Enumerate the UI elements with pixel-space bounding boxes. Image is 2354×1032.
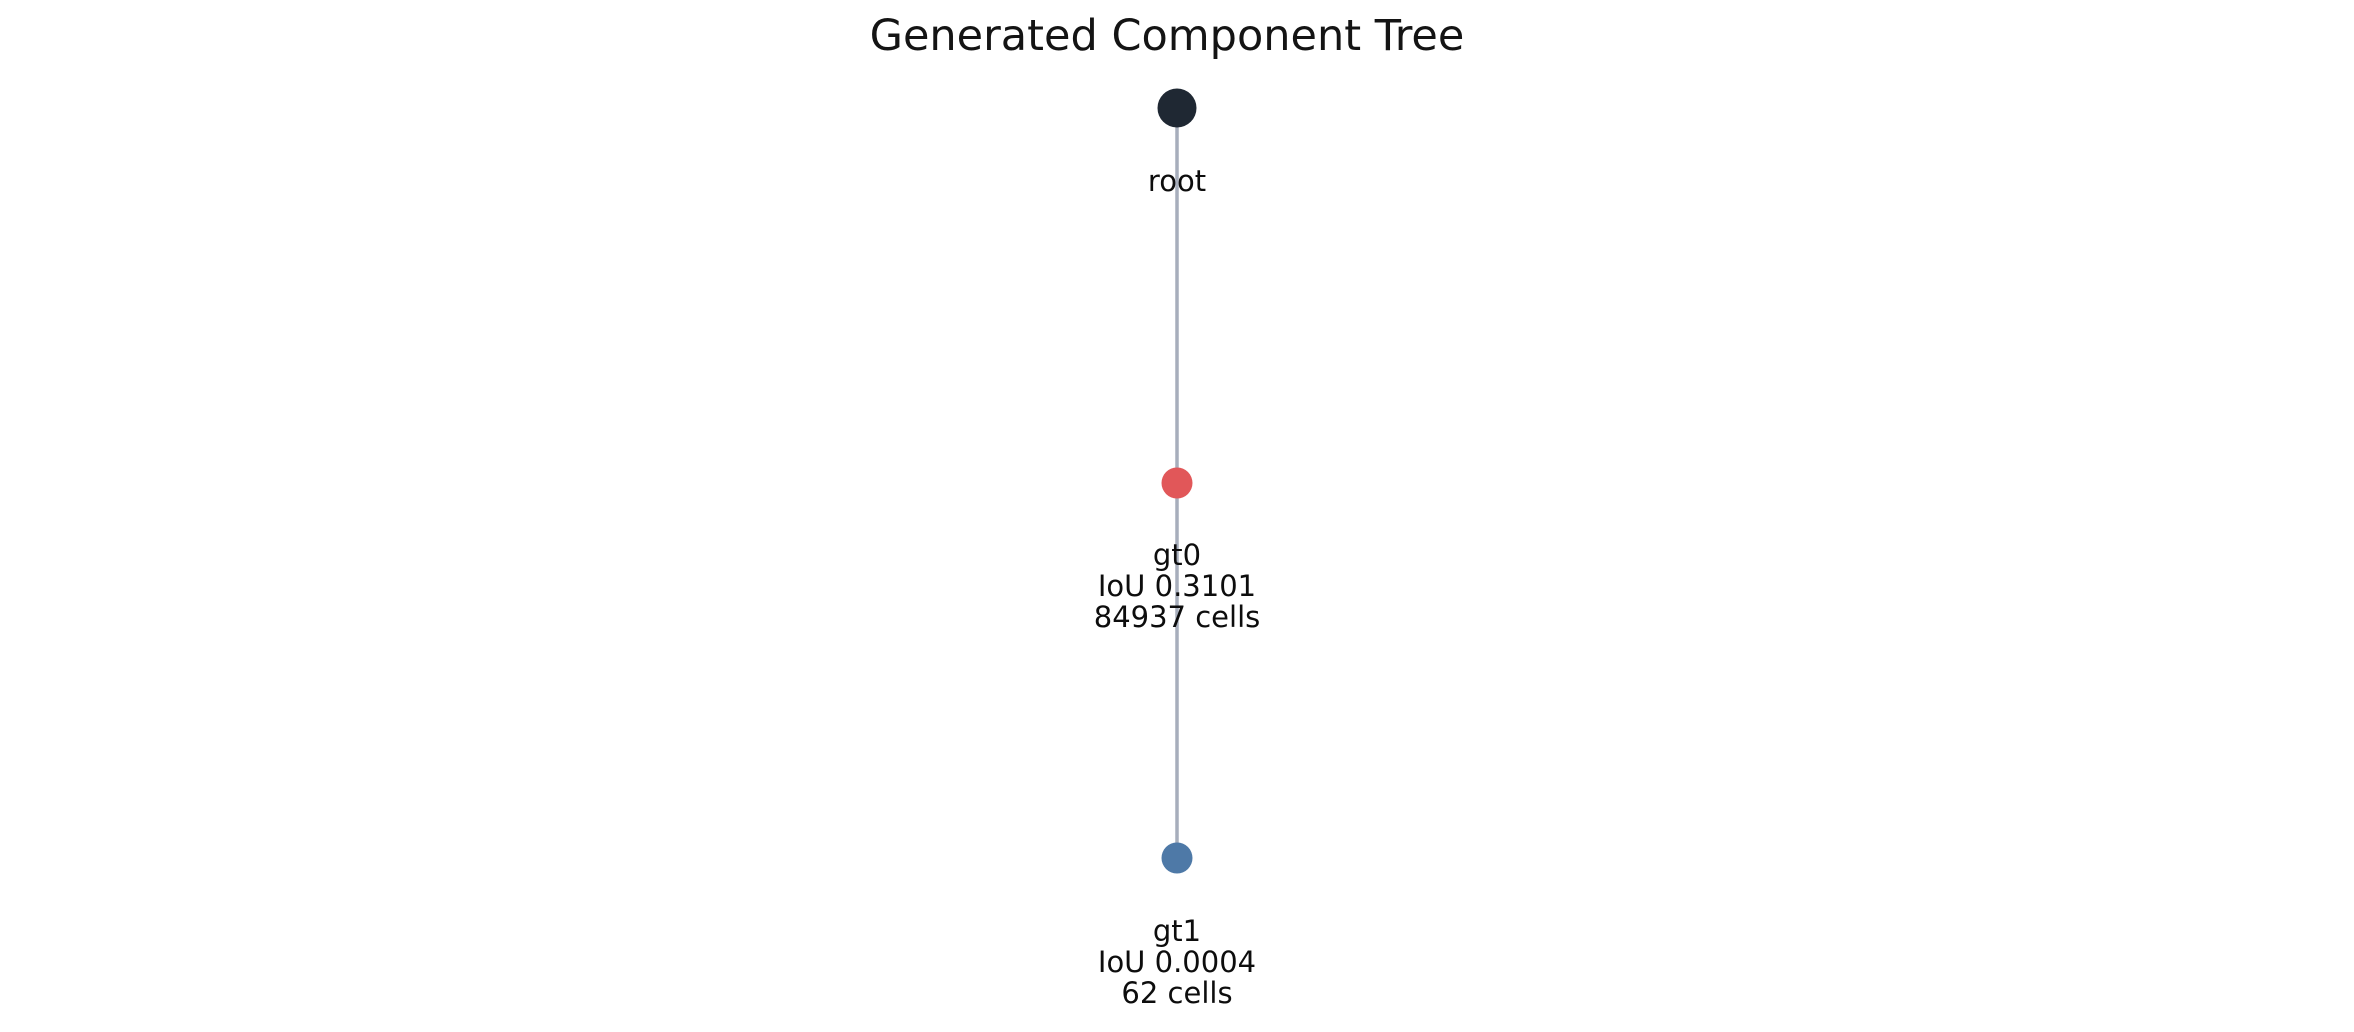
node-gt0 <box>1161 467 1193 499</box>
node-gt0-cells: 84937 cells <box>1093 600 1261 634</box>
node-gt0-iou: IoU 0.3101 <box>1097 569 1257 603</box>
figure-title: Generated Component Tree <box>869 11 1465 61</box>
node-gt0-name: gt0 <box>1152 538 1202 572</box>
node-label-gt0: gt0 IoU 0.3101 84937 cells <box>1094 540 1260 633</box>
node-gt1-name: gt1 <box>1152 914 1202 948</box>
node-gt1-iou: IoU 0.0004 <box>1097 945 1257 979</box>
node-root-name: root <box>1147 164 1207 198</box>
node-gt1-cells: 62 cells <box>1121 976 1233 1010</box>
node-root <box>1157 88 1197 128</box>
node-gt1 <box>1161 842 1193 874</box>
node-label-gt1: gt1 IoU 0.0004 62 cells <box>1098 916 1256 1009</box>
node-label-root: root <box>1148 166 1206 197</box>
